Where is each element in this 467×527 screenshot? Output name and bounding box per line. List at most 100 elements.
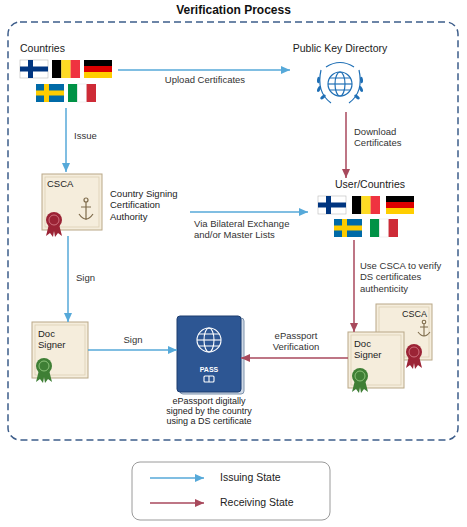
passport-icon [197, 328, 221, 352]
certificate-icon [348, 332, 404, 388]
flag-belgium [371, 196, 380, 214]
connector-arrow [190, 211, 308, 213]
connector-arrow [345, 112, 347, 178]
node-label: PASS [177, 366, 241, 374]
flag-sweden [342, 219, 347, 237]
connector-arrow [241, 357, 348, 359]
flag-belgium [52, 60, 61, 78]
flag-germany [386, 208, 414, 214]
passport-icon [197, 339, 221, 340]
passport-icon [197, 328, 221, 382]
flag-finland [28, 60, 33, 78]
legend-sample [150, 477, 204, 479]
edge-label: Use CSCA to verify DS certificates authe… [360, 260, 448, 294]
certificate-box: CSCA [376, 304, 432, 360]
icao-emblem [349, 70, 360, 103]
flag-italy [370, 219, 379, 237]
flag-italy [77, 84, 86, 102]
flag-sweden [36, 91, 64, 96]
icao-emblem [328, 72, 352, 96]
connector-arrow [67, 236, 69, 322]
flag-germany [84, 72, 112, 78]
flag-germany [84, 60, 112, 66]
certificate-icon [355, 371, 365, 381]
flag-sweden [36, 84, 64, 102]
flag-finland [318, 196, 346, 214]
node-caption: Country Signing Certification Authority [110, 188, 190, 222]
frame-border [8, 22, 458, 440]
edge-label: Upload Certificates [150, 74, 260, 85]
connector-arrow [65, 108, 67, 172]
legend-text: Receiving State [220, 496, 294, 509]
icao-emblem [354, 94, 361, 100]
flag-finland [20, 60, 48, 78]
certificate-icon [32, 322, 88, 383]
flag-belgium [361, 196, 370, 214]
edge-label: ePassport Verification [256, 330, 336, 353]
flag-finland [318, 203, 346, 208]
certificate-icon [42, 174, 102, 237]
anchor-symbol [79, 198, 93, 220]
flag-italy [68, 84, 77, 102]
edge-label: Via Bilateral Exchange and/or Master Lis… [194, 218, 306, 241]
certificate-authority: CSCACountry Signing Certification Author… [40, 172, 190, 236]
legend-text: Issuing State [220, 471, 281, 484]
flag-finland [326, 196, 331, 214]
anchor-symbol [418, 324, 430, 336]
flag-italy [389, 219, 398, 237]
diagram-title: Verification Process [0, 3, 467, 17]
connector-arrow [353, 240, 355, 332]
anchor-symbol [422, 320, 426, 324]
certificate-icon [39, 361, 49, 371]
passport-icon [204, 376, 214, 382]
flag-belgium [352, 196, 361, 214]
certificate-icon [45, 177, 99, 227]
edge-label: Download Certificates [354, 126, 424, 149]
flag-belgium [61, 60, 70, 78]
flag-belgium [352, 196, 380, 214]
icao-emblem [320, 70, 331, 103]
legend-box [132, 462, 330, 520]
edge-label: Sign [108, 334, 158, 345]
icao-emblem [328, 83, 352, 84]
icao-emblem [360, 77, 364, 84]
certificate-icon [49, 215, 59, 225]
icao-emblem [358, 85, 363, 92]
flag-italy [370, 219, 398, 237]
icao-emblem [316, 63, 363, 104]
key-directory: Public Key Directory [290, 40, 390, 112]
certificate-box: Doc Signer [348, 332, 404, 388]
certificate-icon [42, 174, 102, 230]
flag-italy [87, 84, 96, 102]
flag-sweden [334, 219, 362, 237]
anchor-symbol [418, 320, 430, 336]
node-label: Public Key Directory [280, 42, 400, 55]
icao-emblem [320, 94, 327, 100]
icao-emblem [317, 77, 321, 84]
node-label: User/Countries [308, 178, 432, 191]
certificate-icon [352, 368, 368, 384]
passport-icon [177, 316, 241, 392]
edge-label: Sign [76, 272, 116, 283]
flag-finland [318, 196, 346, 214]
passport-box: PASSePassport digitally signed by the co… [177, 316, 241, 392]
flag-sweden [44, 84, 49, 102]
flag-finland [20, 67, 48, 72]
node-label: Doc Signer [354, 338, 398, 361]
certificate-icon [351, 335, 401, 385]
certificate-box: Doc Signer [32, 322, 88, 378]
certificate-icon [409, 347, 419, 357]
certificate-icon [406, 344, 422, 360]
flag-italy [379, 219, 388, 237]
connector-arrow [88, 349, 177, 351]
certificate-icon [348, 332, 404, 393]
flag-belgium [52, 60, 80, 78]
flag-belgium [71, 60, 80, 78]
anchor-symbol [79, 202, 93, 220]
icao-emblem [316, 85, 321, 92]
passport-icon [177, 316, 244, 394]
passport-icon [199, 334, 220, 346]
edge-label: Issue [74, 130, 114, 141]
icao-emblem [316, 77, 363, 101]
